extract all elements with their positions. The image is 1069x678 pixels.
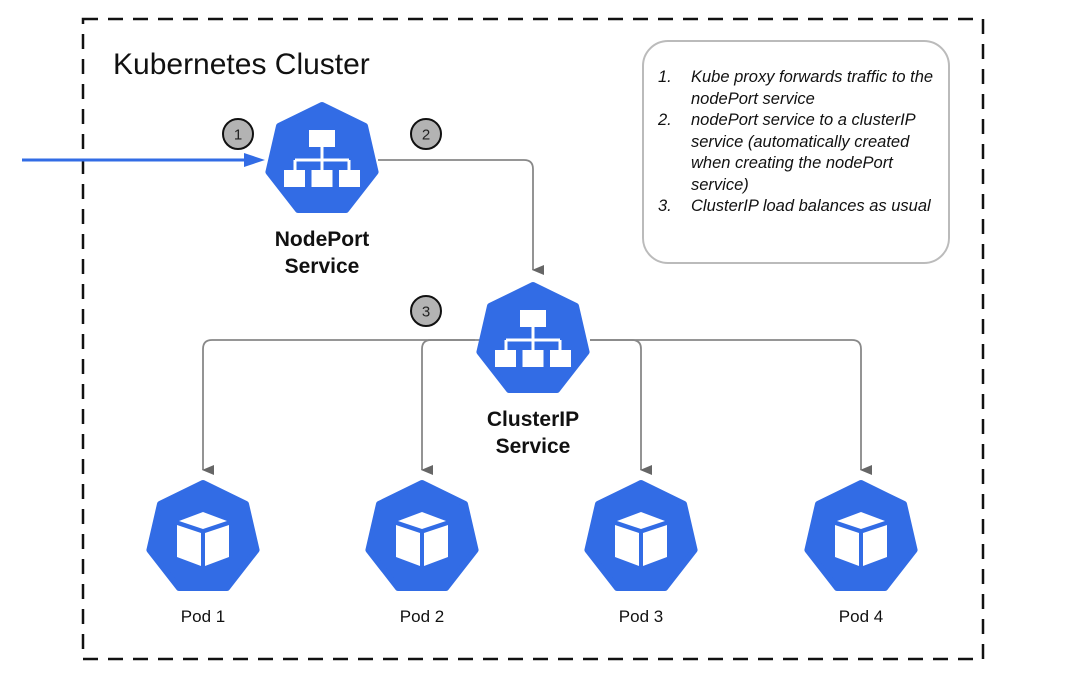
step-badge-1: 1 — [222, 118, 254, 150]
svg-text:1: 1 — [234, 127, 242, 144]
step-badge-2: 2 — [410, 118, 442, 150]
note-item: 1. Kube proxy forwards traffic to the no… — [658, 67, 943, 110]
cluster-boundary — [81, 17, 985, 661]
connector-to-pod-4 — [590, 339, 872, 475]
note-item: 3. ClusterIP load balances as usual — [658, 196, 943, 218]
clusterip-label-line2: Service — [495, 435, 571, 458]
cluster-title: Kubernetes Cluster — [113, 48, 370, 81]
svg-text:3: 3 — [422, 304, 430, 321]
notes-list: 1. Kube proxy forwards traffic to the no… — [658, 67, 943, 218]
step-badge-3: 3 — [410, 295, 442, 327]
note-number: 1. — [658, 68, 672, 86]
svg-text:2: 2 — [422, 127, 430, 144]
note-text: Kube proxy forwards traffic to the nodeP… — [691, 68, 934, 108]
pod-1-node[interactable] — [149, 483, 256, 588]
connector-nodeport-to-clusterip — [378, 159, 544, 275]
clusterip-service-node[interactable] — [479, 285, 586, 390]
notes-box: 1. Kube proxy forwards traffic to the no… — [642, 40, 950, 264]
pod-2-label: Pod 2 — [399, 607, 445, 626]
nodeport-label-line1: NodePort — [274, 228, 370, 251]
connector-to-pod-1 — [202, 339, 475, 475]
pod-3-label: Pod 3 — [618, 607, 664, 626]
pod-3-node[interactable] — [587, 483, 694, 588]
nodeport-label-line2: Service — [284, 255, 360, 278]
connector-to-pod-2 — [421, 339, 480, 475]
ingress-arrow — [22, 153, 265, 167]
clusterip-service-label: ClusterIP Service — [453, 406, 613, 460]
nodeport-service-node[interactable] — [268, 105, 375, 210]
note-text: ClusterIP load balances as usual — [691, 197, 931, 215]
note-item: 2. nodePort service to a clusterIP servi… — [658, 110, 943, 196]
note-text: nodePort service to a clusterIP service … — [691, 111, 916, 194]
pod-4-node[interactable] — [807, 483, 914, 588]
pod-4-label: Pod 4 — [838, 607, 884, 626]
clusterip-label-line1: ClusterIP — [486, 408, 580, 431]
nodeport-service-label: NodePort Service — [242, 226, 402, 280]
note-number: 3. — [658, 197, 672, 215]
pod-2-node[interactable] — [368, 483, 475, 588]
note-number: 2. — [658, 111, 672, 129]
pod-1-label: Pod 1 — [180, 607, 226, 626]
